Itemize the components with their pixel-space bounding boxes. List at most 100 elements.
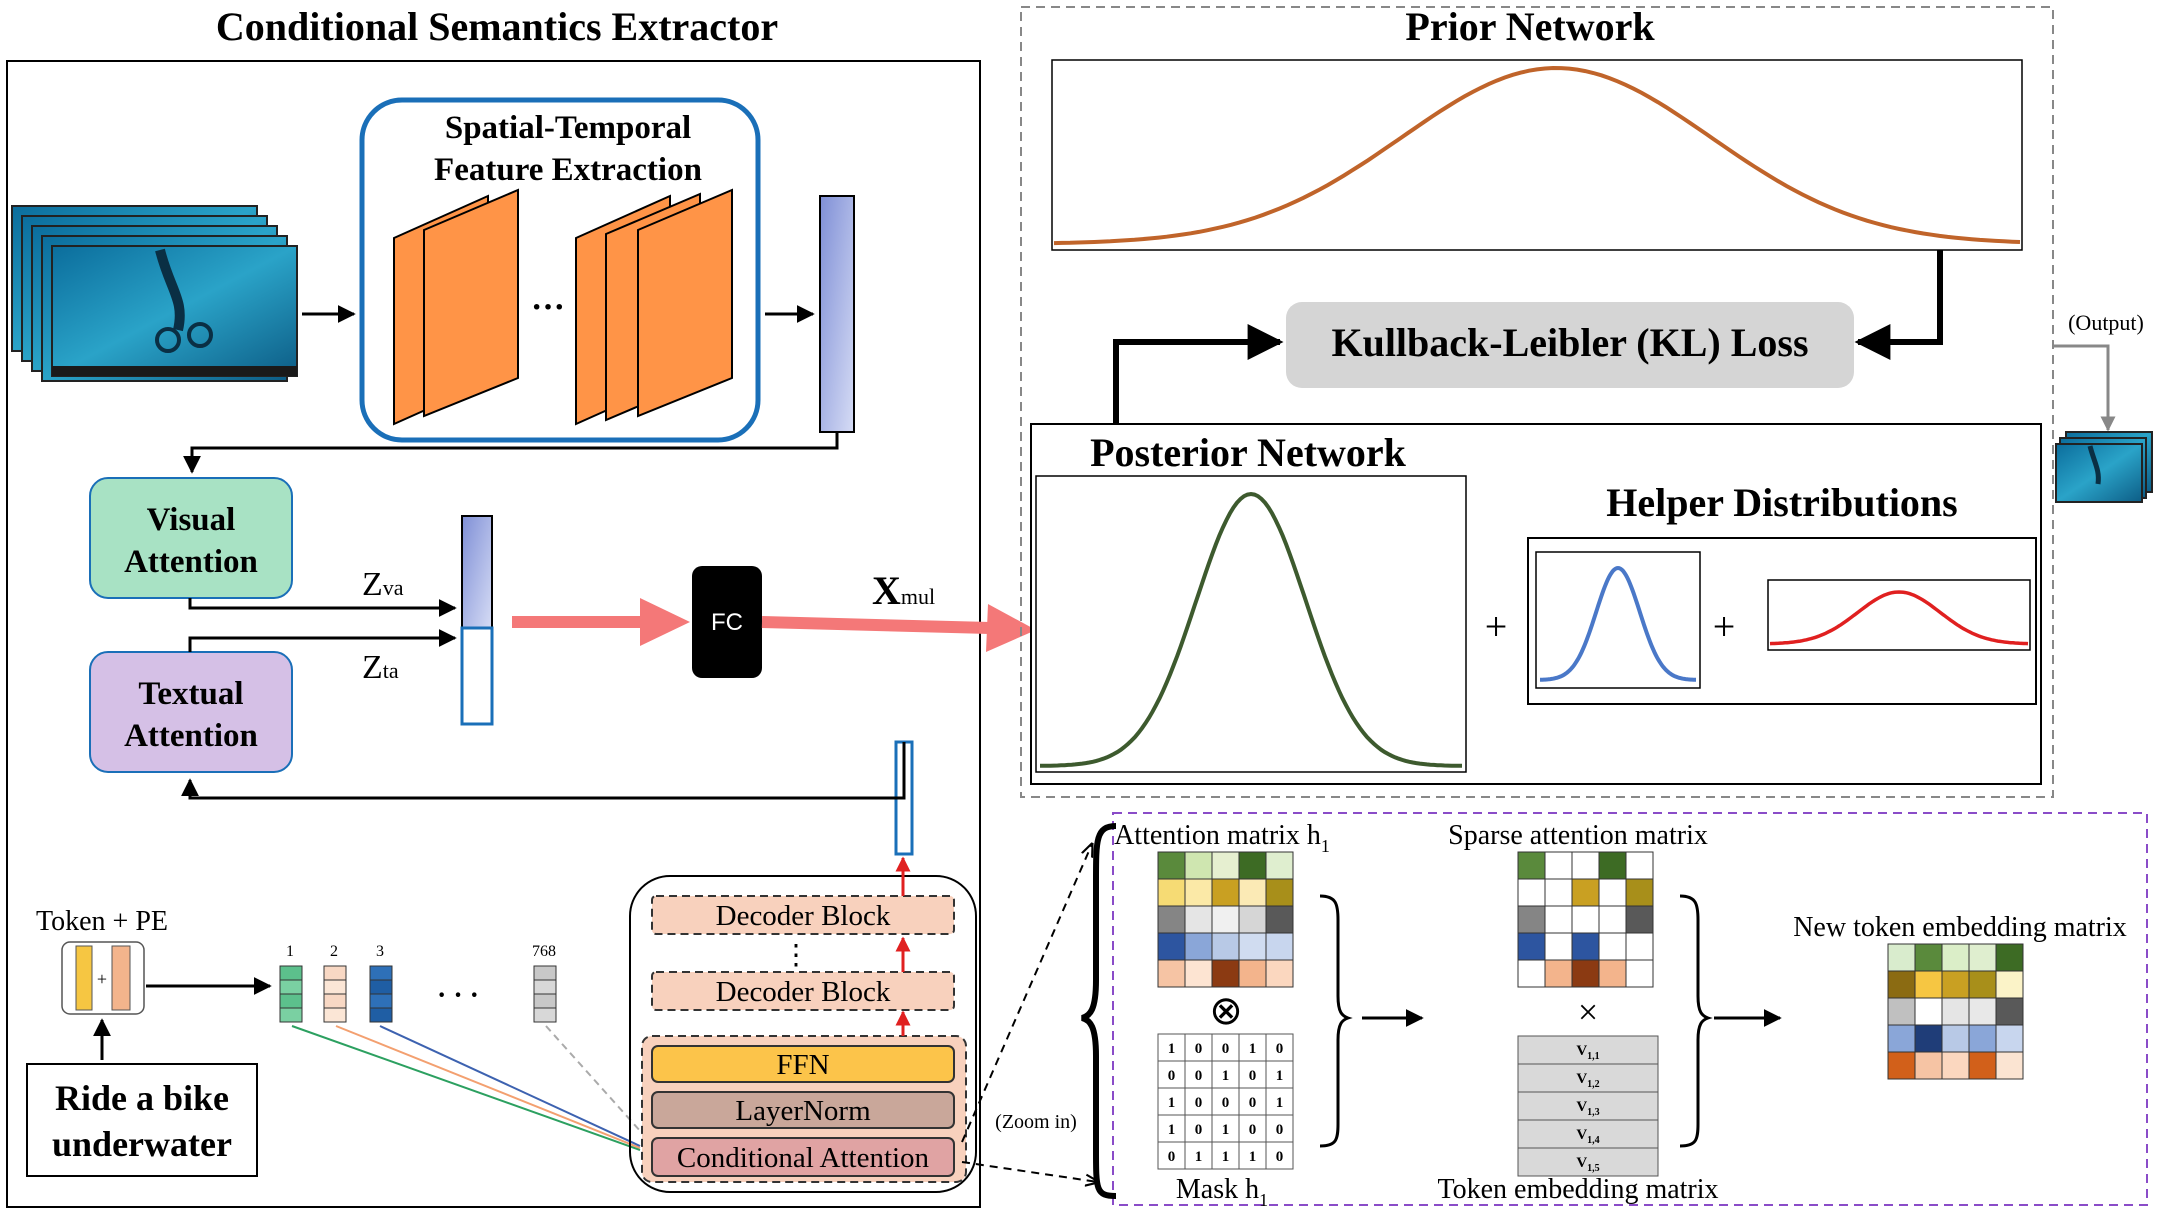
- mask-value: 0: [1195, 1095, 1203, 1111]
- textual-attention-box: [89, 651, 293, 773]
- token-embedding-label: Token embedding matrix: [1437, 1174, 1718, 1205]
- arrow-zva: [188, 598, 457, 617]
- zva-label: Zva: [362, 566, 404, 603]
- token-vector-cell: [533, 979, 557, 995]
- matrix-cell: [1571, 851, 1600, 880]
- zta-label: Zta: [362, 649, 399, 686]
- token-vector-cell: [323, 993, 347, 1009]
- matrix-cell: [1544, 905, 1573, 934]
- pink-arrow-to-posterior: [761, 616, 991, 634]
- decoder-vdots: ⋮: [782, 940, 810, 971]
- cse-frame: [6, 60, 981, 1208]
- mask-value: 0: [1249, 1122, 1257, 1138]
- matrix-cell: [1968, 1051, 1997, 1080]
- posterior-plot-frame: [1035, 475, 1467, 773]
- matrix-cell: [1995, 997, 2024, 1026]
- matrix-cell: [1517, 851, 1546, 880]
- mask-value: 0: [1168, 1068, 1176, 1084]
- prior-distribution-curve: [1053, 65, 2021, 246]
- mask-value: 1: [1222, 1068, 1230, 1084]
- arrow-prior-to-kl: [1854, 250, 1943, 360]
- arrow-to-output: [2053, 344, 2116, 432]
- matrix-cell: [1941, 943, 1970, 972]
- prior-posterior-frame: [1020, 6, 2054, 798]
- zoom-in-label: (Zoom in): [995, 1111, 1077, 1133]
- matrix-cell: [1184, 905, 1213, 934]
- feature-maps-left: [393, 188, 519, 426]
- otimes-sign: ⊗: [1209, 988, 1243, 1033]
- helper-distributions-title: Helper Distributions: [1606, 480, 1958, 525]
- prompt-line-1: Ride a bike: [55, 1078, 229, 1118]
- matrix-cell: [1968, 943, 1997, 972]
- mask-value: 0: [1195, 1068, 1203, 1084]
- token1-link: [291, 1025, 641, 1151]
- stfe-title-line2: Feature Extraction: [434, 152, 702, 188]
- mask-cell: [1265, 1114, 1294, 1143]
- matrix-cell: [1995, 1024, 2024, 1053]
- token-index-3: 3: [376, 943, 384, 960]
- feature-ellipsis: ···: [531, 289, 565, 326]
- matrix-cell: [1887, 1024, 1916, 1053]
- matrix-cell: [1571, 905, 1600, 934]
- arrow-decoder-to-textual-attention: [181, 742, 906, 800]
- matrix-cell: [1598, 905, 1627, 934]
- decoder-block-2-label: Decoder Block: [716, 976, 891, 1008]
- matrix-cell: [1184, 851, 1213, 880]
- matrix-cell: [1914, 943, 1943, 972]
- svg-text:+: +: [97, 969, 107, 989]
- matrix-cell: [1238, 851, 1267, 880]
- mask-value: 1: [1249, 1041, 1257, 1057]
- token-vector-cell: [369, 965, 393, 981]
- prompt-box: [26, 1063, 258, 1177]
- token-embedding-label: V1,2: [1576, 1071, 1599, 1090]
- mask-cell: [1157, 1033, 1186, 1062]
- visual-attention-box: [89, 477, 293, 599]
- mask-cell: [1184, 1060, 1213, 1089]
- zoom-frame: [1112, 812, 2148, 1206]
- matrix-cell: [1517, 959, 1546, 988]
- matrix-cell: [1544, 851, 1573, 880]
- token-dots: · · ·: [437, 980, 479, 1011]
- token-embedding-label: V1,5: [1576, 1155, 1599, 1174]
- matrix-cell: [1238, 878, 1267, 907]
- conditional-attention-block: [651, 1137, 955, 1177]
- mask-value: 0: [1276, 1149, 1284, 1165]
- stfe-title-line1: Spatial-Temporal: [445, 110, 691, 146]
- matrix-cell: [1211, 878, 1240, 907]
- visual-feature-vector: [819, 195, 855, 433]
- matrix-cell: [1517, 878, 1546, 907]
- matrix-cell: [1625, 959, 1654, 988]
- mask-cell: [1211, 1114, 1240, 1143]
- matrix-cell: [1598, 878, 1627, 907]
- decoder-block-2: [651, 971, 955, 1011]
- token-embedding-label: V1,4: [1576, 1127, 1599, 1146]
- mask-value: 1: [1195, 1149, 1203, 1165]
- attention-matrix: [1157, 851, 1294, 988]
- helper-blue-plot-frame: [1535, 551, 1701, 689]
- arrow-posterior-to-kl: [1113, 324, 1284, 424]
- mask-cell: [1265, 1141, 1294, 1170]
- matrix-cell: [1184, 959, 1213, 988]
- token-embedding-row: [1517, 1147, 1659, 1177]
- mask-value: 1: [1168, 1122, 1176, 1138]
- matrix-cell: [1887, 1051, 1916, 1080]
- matrix-cell: [1571, 959, 1600, 988]
- zoom-arrow-down: [961, 1161, 1098, 1182]
- matrix-cell: [1995, 943, 2024, 972]
- posterior-network-title: Posterior Network: [1090, 430, 1407, 475]
- token-index-2: 2: [330, 943, 338, 960]
- token-vector-cell: [533, 1007, 557, 1023]
- layernorm-label: LayerNorm: [735, 1095, 871, 1127]
- token2-link: [335, 1025, 641, 1149]
- mask-value: 1: [1222, 1122, 1230, 1138]
- new-token-matrix-title: New token embedding matrix: [1793, 912, 2127, 943]
- matrix-cell: [1157, 959, 1186, 988]
- token-vector-cell: [279, 1007, 303, 1023]
- matrix-cell: [1995, 1051, 2024, 1080]
- decoder-stack-frame: [629, 875, 977, 1193]
- token-vector-cell: [369, 979, 393, 995]
- matrix-cell: [1968, 970, 1997, 999]
- zva-vector: [461, 515, 493, 629]
- mask-value: 0: [1195, 1122, 1203, 1138]
